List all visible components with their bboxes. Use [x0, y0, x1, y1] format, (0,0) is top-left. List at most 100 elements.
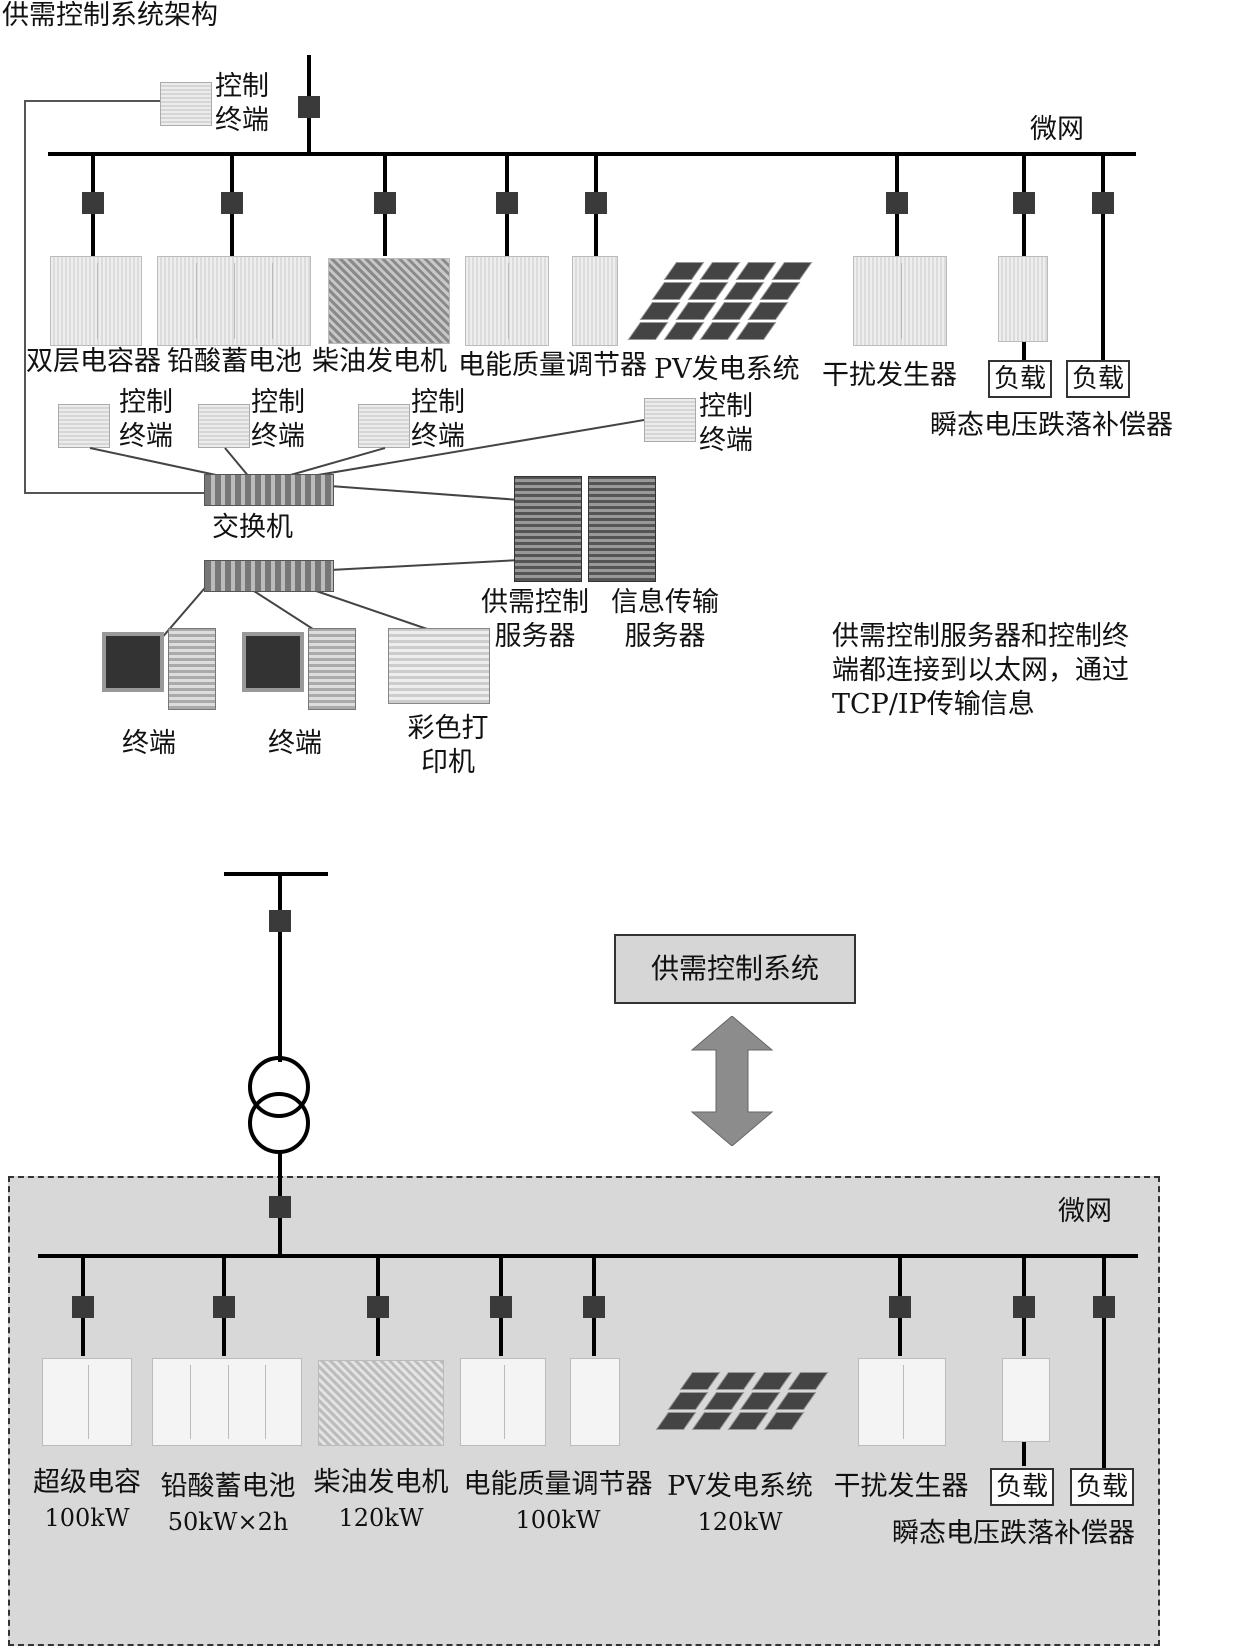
- power-quality-cabinet: [465, 256, 549, 346]
- top-microgrid-label: 微网: [1030, 114, 1084, 145]
- bdrop-8: [1102, 1256, 1106, 1474]
- network-note: 供需控制服务器和控制终 端都连接到以太网，通过 TCP/IP传输信息: [832, 621, 1129, 720]
- lead-acid-battery-cabinet: [157, 256, 311, 346]
- server-label-2: 信息传输 服务器: [611, 587, 719, 652]
- control-terminal-2[interactable]: [58, 404, 110, 448]
- load-box-1: 负载: [988, 360, 1053, 398]
- bdevice-rating-3: 120kW: [338, 1504, 424, 1532]
- bottom-pq-cabinet: [460, 1358, 546, 1446]
- control-terminal-3-label: 控制 终端: [251, 387, 305, 452]
- breaker-2: [221, 192, 243, 214]
- breaker-1: [82, 192, 104, 214]
- bdevice-name-3: 柴油发电机: [313, 1467, 449, 1498]
- breaker-7: [1013, 192, 1035, 214]
- bbreaker-5: [583, 1296, 605, 1318]
- bottom-microgrid-label: 微网: [1058, 1196, 1112, 1227]
- terminal-label-1: 终端: [122, 728, 176, 759]
- terminal-tower-2: [308, 628, 356, 710]
- device-label-6: 干扰发生器: [822, 360, 957, 391]
- control-terminal-2-label: 控制 终端: [119, 387, 173, 452]
- device-label-2: 铅酸蓄电池: [167, 346, 302, 377]
- bbreaker-4: [490, 1296, 512, 1318]
- bidirectional-arrow-icon: [690, 1016, 774, 1146]
- bbreaker-2: [213, 1296, 235, 1318]
- bottom-compensator-label: 瞬态电压跌落补偿器: [892, 1518, 1135, 1549]
- bbreaker-3: [367, 1296, 389, 1318]
- terminal-tower-1: [168, 628, 216, 710]
- bottom-compensator-drop: [1022, 1442, 1026, 1466]
- bdevice-name-2: 铅酸蓄电池: [160, 1471, 296, 1502]
- bdevice-name-4: 电能质量调节器: [463, 1469, 653, 1500]
- drop-8: [1101, 156, 1105, 368]
- bload-box-1: 负载: [990, 1468, 1055, 1506]
- load-box-2: 负载: [1066, 360, 1131, 398]
- terminal-monitor-1: [102, 632, 164, 692]
- device-label-3: 柴油发电机: [312, 346, 447, 377]
- bbreaker-1: [72, 1296, 94, 1318]
- terminal-label-2: 终端: [268, 728, 322, 759]
- switch-label: 交换机: [212, 512, 293, 543]
- microgrid-breaker: [269, 1196, 291, 1218]
- info-transfer-server: [588, 476, 656, 582]
- breaker-3: [374, 192, 396, 214]
- control-terminal-3[interactable]: [198, 404, 250, 448]
- control-terminal-5-label: 控制 终端: [699, 391, 753, 456]
- device-label-1: 双层电容器: [26, 346, 161, 377]
- breaker-4: [496, 192, 518, 214]
- ethernet-link-bottom: [24, 492, 204, 494]
- top-feeder-breaker: [298, 96, 320, 118]
- supply-demand-system-box: 供需控制系统: [614, 934, 856, 1004]
- grid-bus: [224, 872, 328, 876]
- compensator-label: 瞬态电压跌落补偿器: [930, 410, 1173, 441]
- control-terminal-1-label: 控制 终端: [215, 71, 269, 136]
- disturbance-generator-cabinet: [853, 256, 947, 346]
- printer-image: [388, 628, 490, 704]
- bottom-pv-panel-image: [650, 1372, 830, 1442]
- breaker-5: [585, 192, 607, 214]
- bottom-pq-cabinet-small: [570, 1358, 620, 1446]
- server-label-1: 供需控制 服务器: [481, 587, 589, 652]
- bdevice-rating-5: 120kW: [697, 1508, 783, 1536]
- terminal-monitor-2: [242, 632, 304, 692]
- supercapacitor-cabinet: [42, 1358, 132, 1446]
- bbreaker-7: [1013, 1296, 1035, 1318]
- device-label-4: 电能质量调节器: [458, 350, 647, 381]
- compensator-drop: [1022, 342, 1026, 362]
- grid-feeder: [278, 874, 282, 1062]
- bottom-diesel-image: [318, 1360, 444, 1446]
- bottom-disturbance-cabinet: [858, 1358, 946, 1446]
- double-layer-capacitor-cabinet: [50, 256, 142, 346]
- network-switch-2: [204, 560, 334, 592]
- supply-demand-server: [514, 476, 582, 582]
- power-quality-cabinet-small: [572, 256, 618, 346]
- bdevice-rating-2: 50kW×2h: [167, 1508, 289, 1536]
- bdevice-name-1: 超级电容: [33, 1467, 141, 1498]
- bdevice-name-6: 干扰发生器: [833, 1471, 969, 1502]
- bbreaker-6: [889, 1296, 911, 1318]
- breaker-6: [886, 192, 908, 214]
- control-terminal-5[interactable]: [644, 398, 696, 442]
- ethernet-link: [24, 100, 160, 102]
- grid-breaker: [269, 910, 291, 932]
- ethernet-link-vertical: [24, 100, 26, 494]
- diagram-title: 供需控制系统架构: [2, 0, 218, 31]
- breaker-8: [1092, 192, 1114, 214]
- bottom-bus: [38, 1254, 1138, 1258]
- bottom-battery-cabinet: [152, 1358, 302, 1446]
- control-terminal-4-label: 控制 终端: [411, 387, 465, 452]
- bbreaker-8: [1093, 1296, 1115, 1318]
- control-terminal-1[interactable]: [160, 82, 212, 126]
- printer-label: 彩色打 印机: [407, 713, 489, 778]
- bdevice-name-5: PV发电系统: [667, 1471, 813, 1502]
- transformer-coil-2: [248, 1092, 310, 1154]
- bottom-compensator-cabinet: [1002, 1358, 1050, 1442]
- top-bus: [48, 152, 1136, 156]
- bload-box-2: 负载: [1070, 1468, 1135, 1506]
- device-label-5: PV发电系统: [654, 354, 800, 385]
- bdevice-rating-4: 100kW: [515, 1506, 601, 1534]
- diesel-generator-image: [328, 258, 450, 344]
- compensator-cabinet: [998, 256, 1048, 342]
- bdevice-rating-1: 100kW: [44, 1504, 130, 1532]
- network-switch-1: [204, 474, 334, 506]
